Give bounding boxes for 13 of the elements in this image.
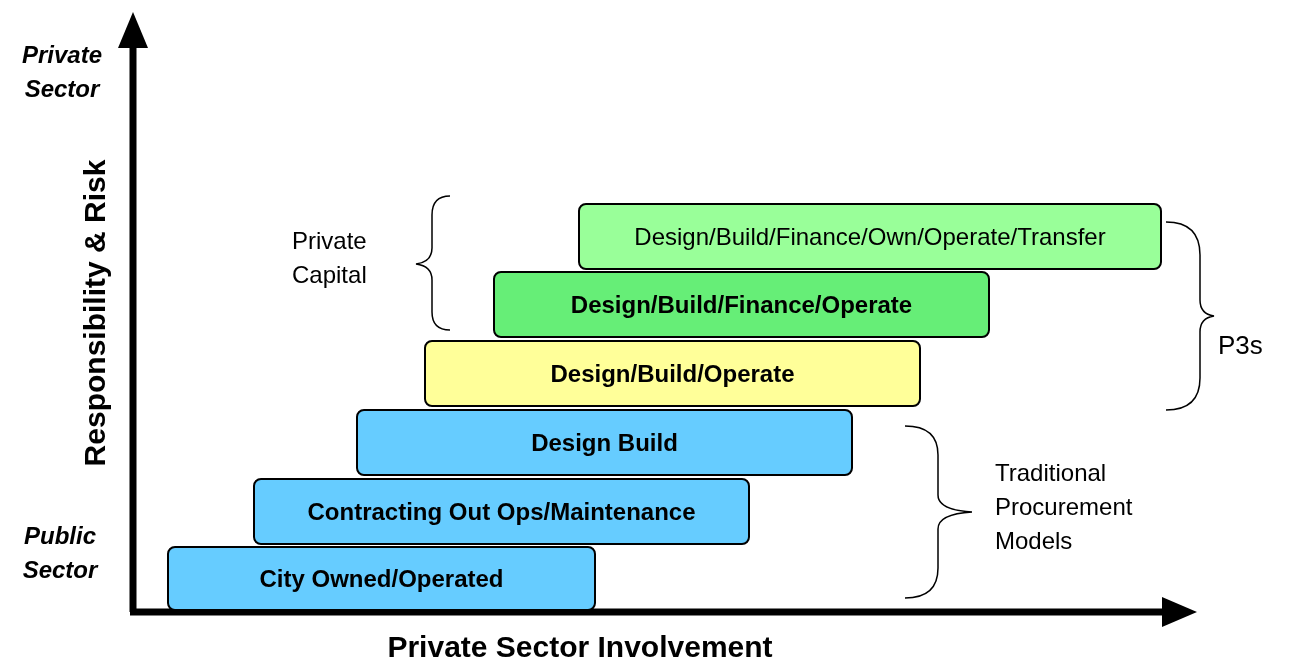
bracket-label: Traditional Procurement Models [995,458,1134,556]
step-box: Design/Build/Operate [424,340,921,407]
bracket-label: Private Capital [292,226,368,290]
step-box: Contracting Out Ops/Maintenance [253,478,750,545]
step-box: City Owned/Operated [167,546,596,611]
step-box: Design/Build/Finance/Operate [493,271,990,338]
axis-title: Responsibility & Risk [78,158,112,469]
axis-end-label: Public Sector [21,521,100,585]
axis-title: Private Sector Involvement [386,630,774,662]
axis-end-label: Private Sector [20,40,104,104]
bracket-label: P3s [1218,330,1263,361]
step-box: Design/Build/Finance/Own/Operate/Transfer [578,203,1162,270]
step-box: Design Build [356,409,853,476]
